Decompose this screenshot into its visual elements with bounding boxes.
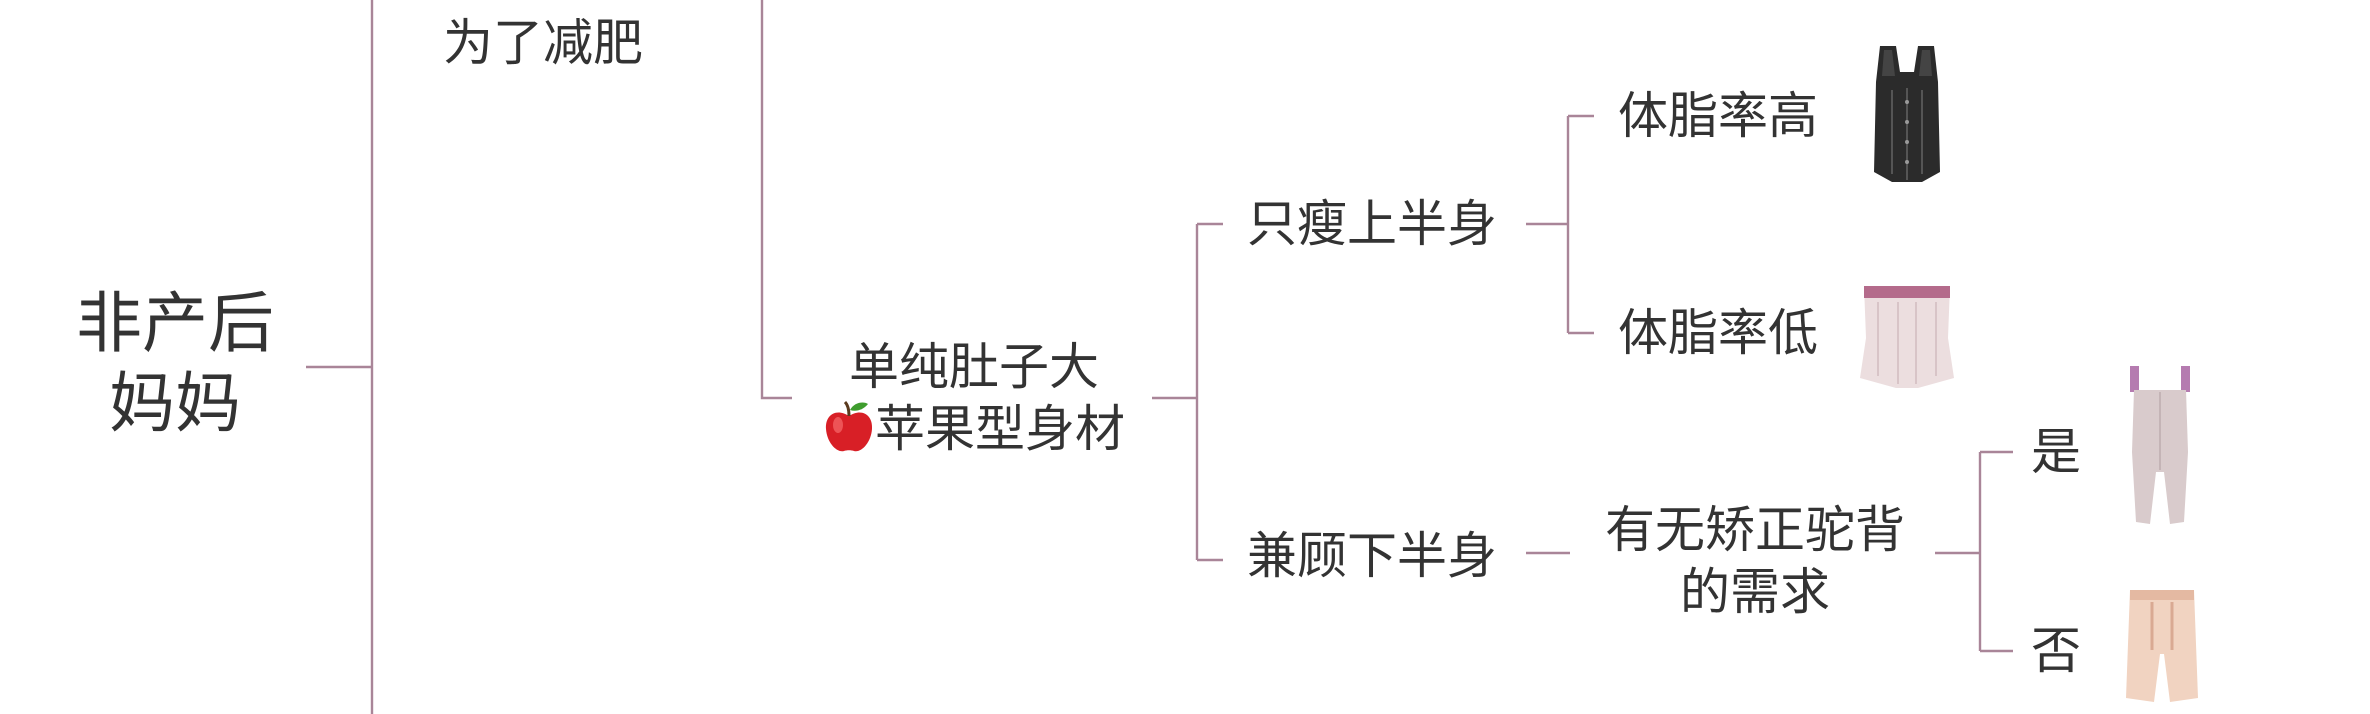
branch-belly: 单纯肚子大 苹果型身材: [796, 336, 1152, 460]
root-node: 非产后 妈妈: [60, 284, 290, 444]
pink-waist-trainer-image: [1860, 286, 1954, 388]
bodysuit-shaper-image: [2130, 366, 2190, 524]
belly-line1: 单纯肚子大: [849, 338, 1099, 396]
upper-body-node: 只瘦上半身: [1247, 195, 1497, 253]
belly-line2-text: 苹果型身材: [875, 400, 1125, 458]
no-node: 否: [2031, 622, 2081, 680]
need-connector: [1935, 450, 2013, 653]
need-line2: 的需求: [1680, 563, 1830, 621]
high-waist-shorts-image: [2126, 590, 2198, 702]
belly-line2: 苹果型身材: [796, 398, 1152, 460]
root-line2: 妈妈: [109, 365, 241, 442]
posture-need-node: 有无矫正驼背 的需求: [1580, 499, 1930, 623]
split-connector: [1152, 222, 1223, 562]
upper-connector: [1526, 114, 1594, 335]
need-line1: 有无矫正驼背: [1605, 501, 1905, 559]
low-body-fat-node: 体脂率低: [1618, 304, 1818, 362]
yes-node: 是: [2031, 423, 2081, 481]
branch-weight-loss: 为了减肥: [443, 14, 643, 72]
apple-icon: [825, 400, 873, 452]
black-corset-vest-image: [1874, 46, 1940, 182]
root-line1: 非产后: [76, 285, 274, 362]
branch-b-connector: [760, 0, 792, 400]
high-body-fat-node: 体脂率高: [1618, 87, 1818, 145]
lower-body-node: 兼顾下半身: [1247, 527, 1497, 585]
